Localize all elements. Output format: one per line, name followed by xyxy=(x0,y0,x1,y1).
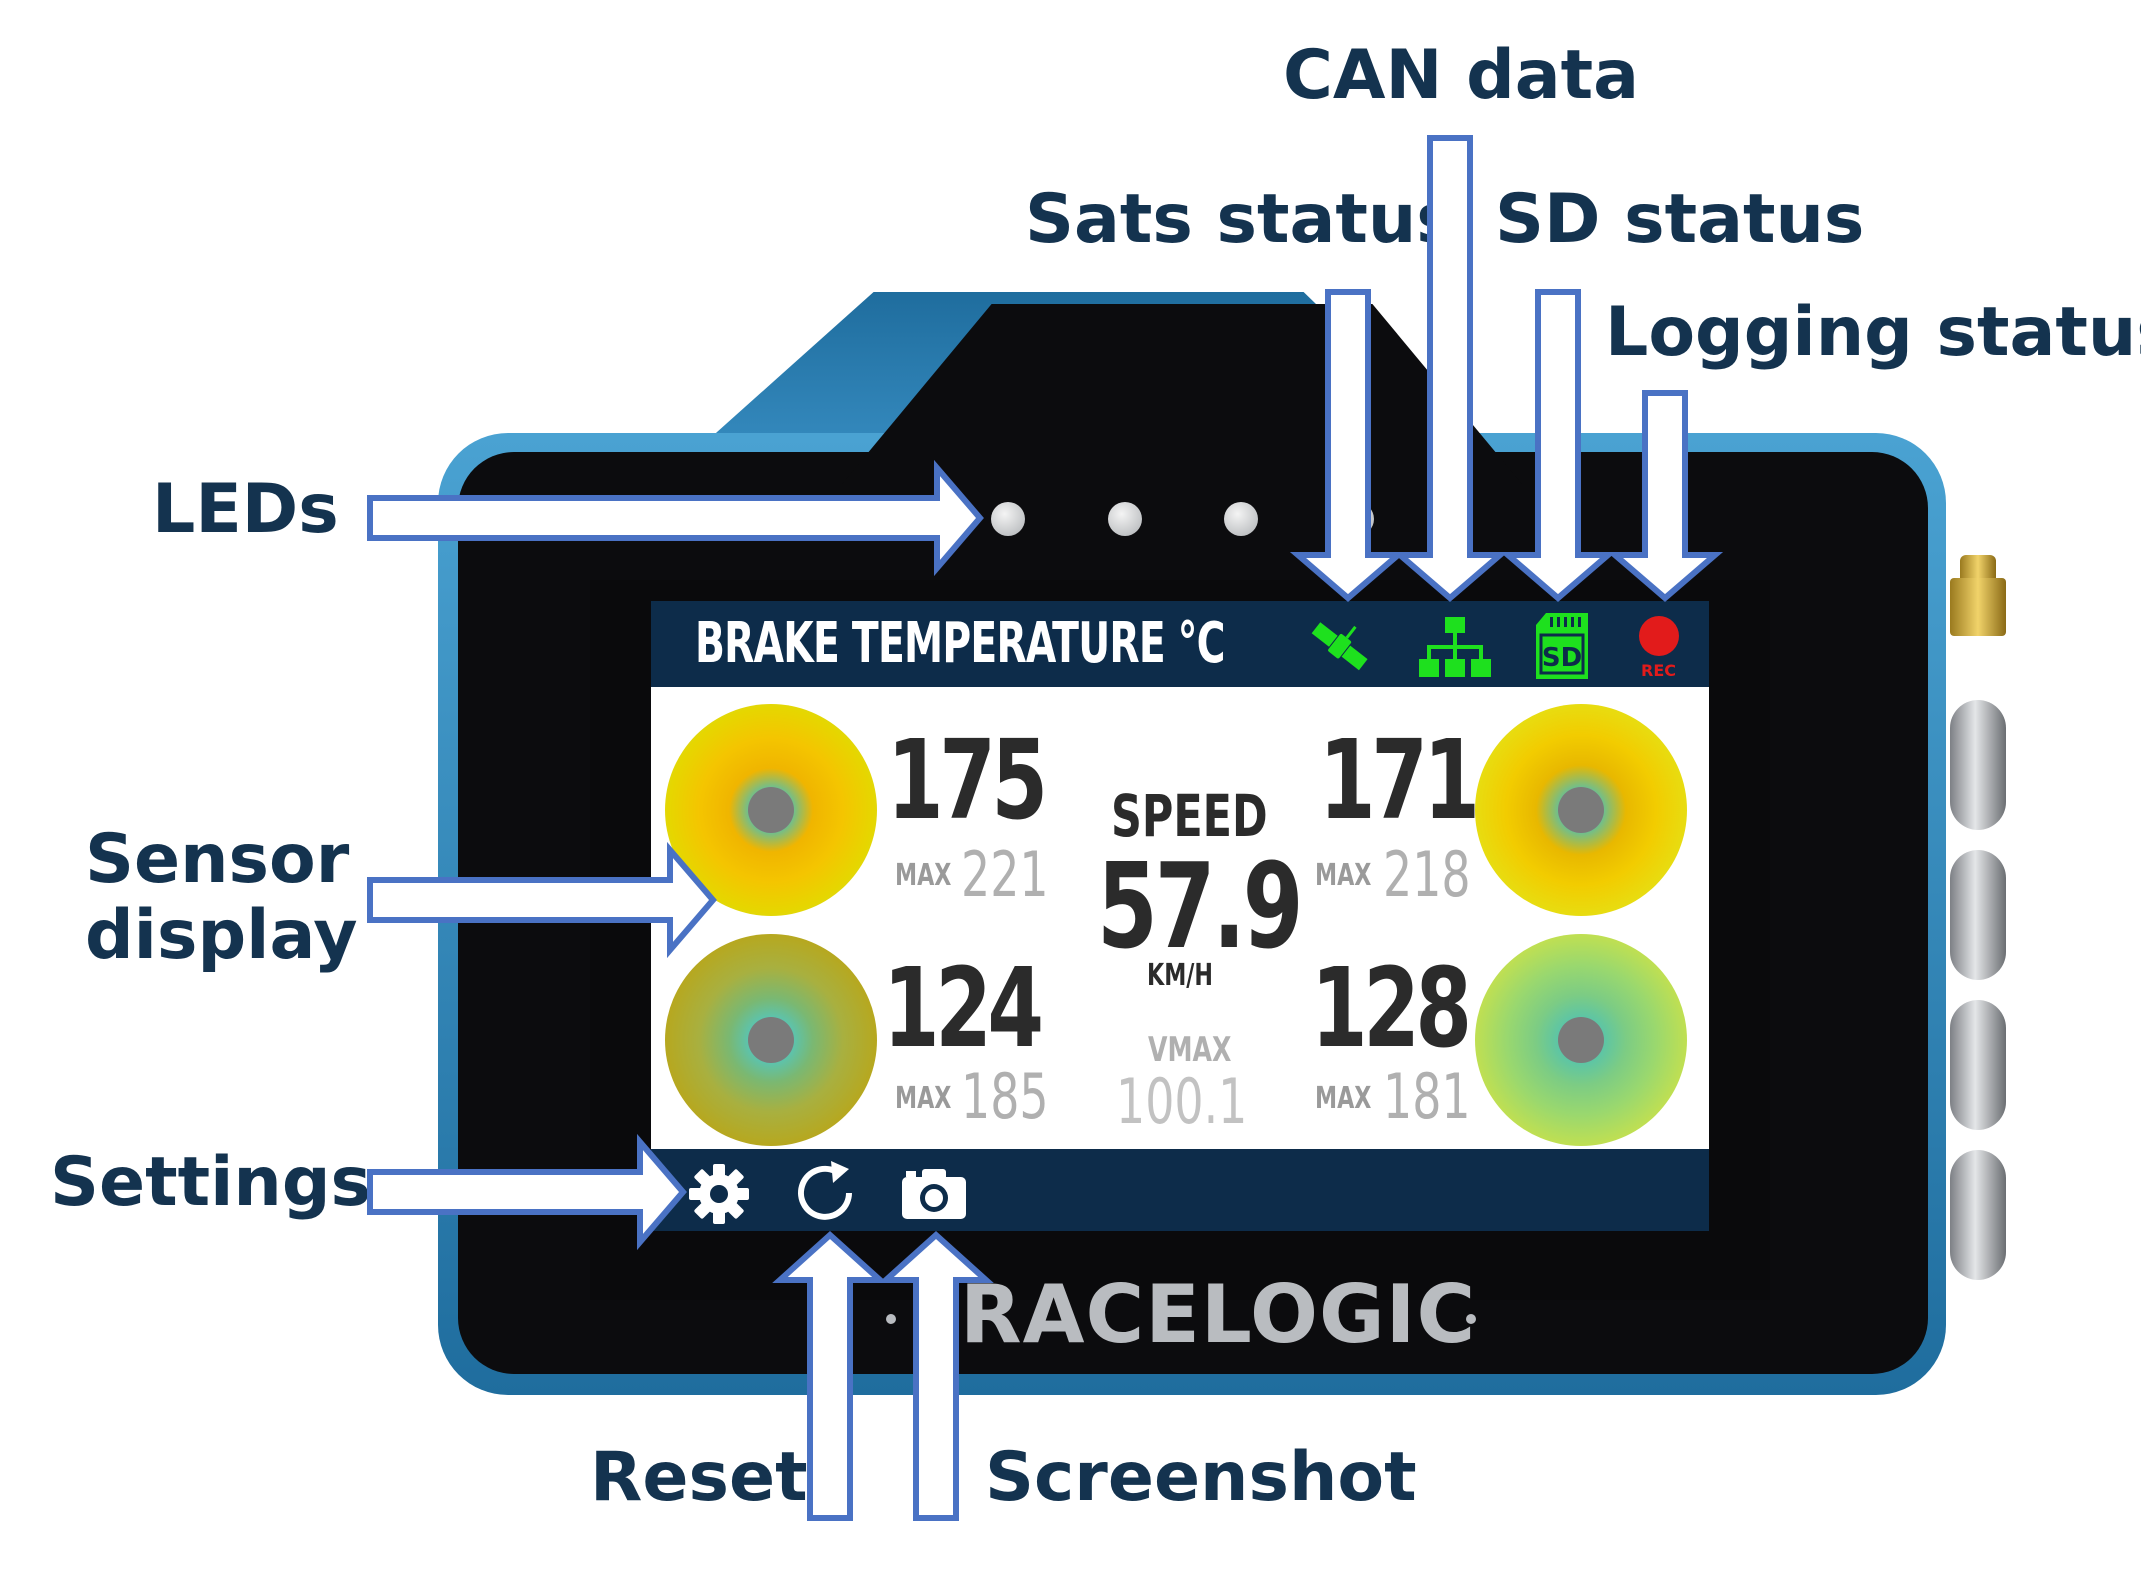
callout-settings: Settings xyxy=(50,1143,371,1222)
sensor-max-rear-right: 181 xyxy=(1383,1060,1471,1133)
speed-label: SPEED xyxy=(1111,782,1268,850)
arrow-screenshot xyxy=(878,1230,994,1521)
disc-hub-rear-right xyxy=(1558,1017,1604,1063)
led-1 xyxy=(991,502,1025,536)
brand-dot-right xyxy=(1466,1314,1476,1324)
screen-header: BRAKE TEMPERATURE °C xyxy=(651,601,1709,687)
sensor-value-rear-left: 124 xyxy=(883,944,1044,1072)
arrow-sd-status xyxy=(1499,289,1617,602)
led-3 xyxy=(1224,502,1258,536)
disc-hub-rear-left xyxy=(748,1017,794,1063)
arrow-logging-status xyxy=(1606,390,1724,602)
sensor-max-front-left: 221 xyxy=(961,838,1049,911)
callout-screenshot: Screenshot xyxy=(985,1438,1417,1517)
side-button-3[interactable] xyxy=(1950,1000,2006,1130)
side-button-1[interactable] xyxy=(1950,700,2006,830)
sensor-max-label-front-left: MAX xyxy=(895,858,952,893)
screen-toolbar xyxy=(651,1149,1709,1231)
sensor-max-label-rear-right: MAX xyxy=(1315,1081,1372,1116)
callout-can-data: CAN data xyxy=(1283,36,1640,115)
sensor-max-label-rear-left: MAX xyxy=(895,1081,952,1116)
vmax-value: 100.1 xyxy=(1116,1065,1248,1138)
side-button-4[interactable] xyxy=(1950,1150,2006,1280)
sd-card-icon: SD xyxy=(1536,613,1588,679)
record-icon xyxy=(1639,616,1679,656)
arrow-can-data xyxy=(1391,135,1509,602)
reset-icon[interactable] xyxy=(791,1159,861,1227)
camera-icon[interactable] xyxy=(898,1165,970,1221)
arrow-leds xyxy=(367,459,984,577)
disc-hub-front-left xyxy=(748,787,794,833)
satellite-icon xyxy=(1311,622,1368,671)
vmax-label: VMAX xyxy=(1148,1030,1232,1070)
side-button-2[interactable] xyxy=(1950,850,2006,980)
screen-title: BRAKE TEMPERATURE °C xyxy=(695,611,1225,676)
speed-value: 57.9 xyxy=(1097,837,1304,975)
sd-card-label: SD xyxy=(1542,643,1582,673)
record-label: REC xyxy=(1641,661,1676,680)
callout-sensor-display: Sensor display xyxy=(85,820,358,976)
sensor-max-label-front-right: MAX xyxy=(1315,858,1372,893)
network-icon xyxy=(1419,617,1491,677)
brand-dot-left xyxy=(886,1314,896,1324)
disc-hub-front-right xyxy=(1558,787,1604,833)
sensor-max-rear-left: 185 xyxy=(961,1060,1049,1133)
brand-logo: RACELOGIC xyxy=(960,1268,1477,1361)
arrow-sensor-display xyxy=(367,841,717,959)
arrow-sats-status xyxy=(1289,289,1407,602)
sensor-value-front-left: 175 xyxy=(887,716,1048,844)
arrow-settings xyxy=(367,1133,687,1251)
sensor-value-front-right: 171 xyxy=(1319,716,1480,844)
sensor-max-front-right: 218 xyxy=(1383,838,1471,911)
callout-leds: LEDs xyxy=(152,470,339,549)
callout-sats-status: Sats status xyxy=(1025,180,1457,259)
screen: BRAKE TEMPERATURE °C xyxy=(651,601,1709,1231)
callout-sd-status: SD status xyxy=(1495,180,1865,259)
callout-reset: Reset xyxy=(590,1438,808,1517)
antenna-connector xyxy=(1950,578,2006,636)
led-2 xyxy=(1108,502,1142,536)
gear-icon[interactable] xyxy=(687,1162,751,1226)
sensor-value-rear-right: 128 xyxy=(1311,944,1472,1072)
callout-logging-status: Logging status xyxy=(1605,293,2141,372)
speed-unit: KM/H xyxy=(1147,958,1213,993)
arrow-reset xyxy=(772,1230,888,1521)
